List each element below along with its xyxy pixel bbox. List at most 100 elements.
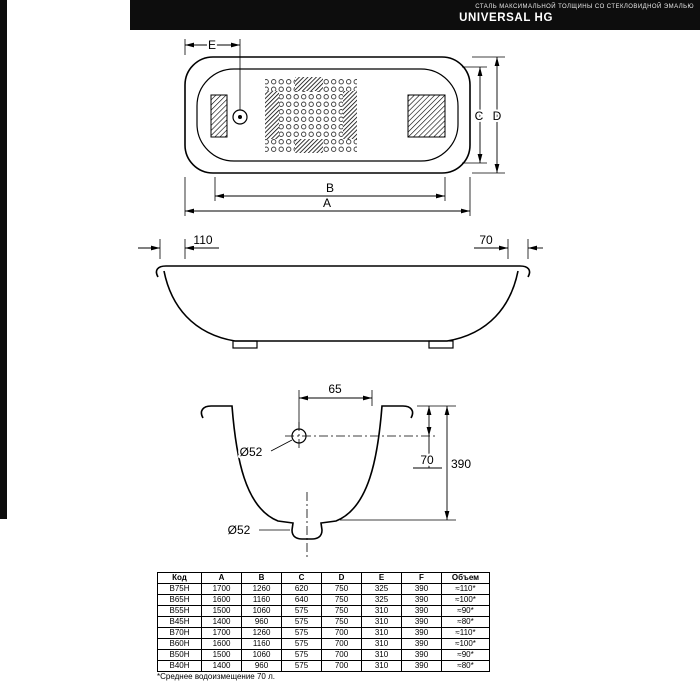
table-cell: 1260 (241, 627, 282, 639)
anti-slip-mat (265, 77, 357, 153)
grip-pad-right (407, 94, 446, 138)
dim-height-group: 390 (340, 406, 473, 521)
table-cell: 390 (401, 638, 442, 650)
dim-c-group: C (462, 66, 487, 164)
table-cell: ≈80* (441, 616, 490, 628)
table-cell: 1700 (201, 627, 242, 639)
table-cell: 390 (401, 649, 442, 661)
table-cell: 575 (281, 616, 322, 628)
table-cell: 310 (361, 660, 402, 672)
table-cell: ≈90* (441, 649, 490, 661)
table-cell: 700 (321, 649, 362, 661)
drain-diameter-callout: Ø52 (226, 521, 290, 539)
dim-rim-left-group: 110 (138, 231, 219, 259)
table-header-cell: Код (157, 572, 202, 584)
table-header-cell: F (401, 572, 442, 584)
tub-foot-left (232, 340, 258, 349)
dim-e-group: E (184, 36, 241, 110)
footnote: *Среднее водоизмещение 70 л. (157, 672, 275, 681)
dim-label-a: A (323, 196, 331, 210)
table-header-cell: B (241, 572, 282, 584)
header-subtitle: СТАЛЬ МАКСИМАЛЬНОЙ ТОЛЩИНЫ СО СТЕКЛОВИДН… (475, 4, 694, 10)
table-cell: 1600 (201, 594, 242, 606)
tub-section-outline (200, 405, 414, 558)
grip-pad-left (210, 94, 228, 138)
table-cell: 575 (281, 627, 322, 639)
table-cell: 310 (361, 649, 402, 661)
table-cell: 1600 (201, 638, 242, 650)
table-cell: 390 (401, 594, 442, 606)
table-cell: 1160 (241, 638, 282, 650)
table-cell: 700 (321, 638, 362, 650)
table-cell: B60H (157, 638, 202, 650)
table-cell: 325 (361, 594, 402, 606)
dim-label-70-side: 70 (479, 233, 493, 247)
header-bar: СТАЛЬ МАКСИМАЛЬНОЙ ТОЛЩИНЫ СО СТЕКЛОВИДН… (130, 0, 700, 30)
table-cell: ≈100* (441, 638, 490, 650)
table-cell: 575 (281, 638, 322, 650)
table-cell: 750 (321, 583, 362, 595)
dim-label-110: 110 (193, 233, 212, 247)
dim-label-drain-d52: Ø52 (228, 523, 251, 537)
tub-side-outline (155, 265, 531, 349)
dim-label-overflow-d52: Ø52 (240, 445, 263, 459)
table-cell: 575 (281, 649, 322, 661)
table-cell: 390 (401, 616, 442, 628)
table-cell: ≈80* (441, 660, 490, 672)
dim-d-group: D (472, 56, 505, 174)
table-header-cell: E (361, 572, 402, 584)
table-cell: 700 (321, 627, 362, 639)
dim-label-e: E (208, 38, 216, 52)
product-title: UNIVERSAL HG (459, 12, 553, 24)
table-cell: B45H (157, 616, 202, 628)
table-cell: 620 (281, 583, 322, 595)
table-cell: 310 (361, 638, 402, 650)
dim-label-b: B (326, 181, 334, 195)
table-cell: 310 (361, 627, 402, 639)
table-cell: ≈110* (441, 627, 490, 639)
table-cell: 1260 (241, 583, 282, 595)
table-cell: 1060 (241, 649, 282, 661)
table-cell: 750 (321, 594, 362, 606)
table-cell: B55H (157, 605, 202, 617)
table-cell: 575 (281, 605, 322, 617)
table-cell: 960 (241, 616, 282, 628)
dim-label-65: 65 (328, 382, 342, 396)
table-cell: 1700 (201, 583, 242, 595)
table-header-cell: A (201, 572, 242, 584)
overflow-diameter-callout: Ø52 (238, 439, 293, 461)
table-cell: 575 (281, 660, 322, 672)
table-cell: 1160 (241, 594, 282, 606)
table-cell: 1400 (201, 660, 242, 672)
dim-label-c: C (475, 109, 484, 123)
table-cell: 325 (361, 583, 402, 595)
table-cell: B50H (157, 649, 202, 661)
grip-pads (210, 94, 446, 138)
table-cell: 1060 (241, 605, 282, 617)
table-cell: ≈100* (441, 594, 490, 606)
table-cell: 640 (281, 594, 322, 606)
table-cell: ≈110* (441, 583, 490, 595)
table-cell: B70H (157, 627, 202, 639)
dim-label-70-depth: 70 (420, 453, 434, 467)
table-cell: 310 (361, 616, 402, 628)
table-cell: B75H (157, 583, 202, 595)
tub-plan-outline (184, 56, 471, 174)
table-cell: 960 (241, 660, 282, 672)
table-header-cell: D (321, 572, 362, 584)
dim-a-group: A (184, 177, 471, 216)
table-cell: 700 (321, 660, 362, 672)
top-view-drawing: E C D B (184, 36, 505, 216)
